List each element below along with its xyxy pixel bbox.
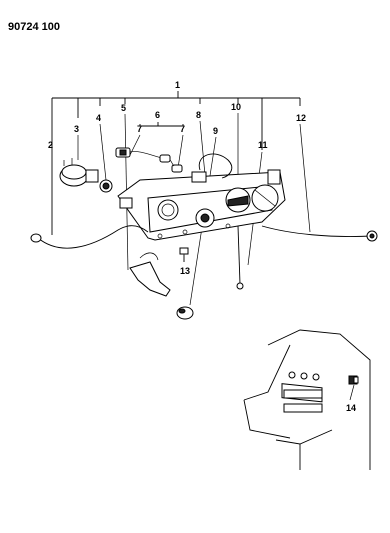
callout-1: 1: [175, 80, 180, 90]
callout-10: 10: [231, 102, 241, 112]
callout-4: 4: [96, 113, 101, 123]
control-knob: [176, 306, 194, 320]
callout-9: 9: [213, 126, 218, 136]
callout-5: 5: [121, 103, 126, 113]
heater-control-assembly: [117, 169, 286, 241]
inset-dashboard: [243, 329, 371, 470]
callout-6: 6: [155, 110, 160, 120]
callout-12: 12: [296, 113, 306, 123]
callout-11: 11: [258, 140, 268, 150]
control-cables: [30, 153, 378, 290]
callout-8: 8: [196, 110, 201, 120]
bulb-socket-right: [169, 159, 183, 173]
cable-bracket: [129, 252, 171, 297]
bulb-socket-left: [115, 147, 171, 163]
callout-13: 13: [180, 266, 190, 276]
mounting-screw: [179, 247, 189, 262]
callout-2: 2: [48, 140, 53, 150]
blower-knob: [99, 179, 113, 193]
callout-group-1: 1: [51, 80, 301, 235]
callout-14: 14: [346, 403, 356, 413]
callout-3: 3: [74, 124, 79, 134]
callout-7-left: 7: [137, 124, 142, 134]
callout-6-bracket: [139, 122, 184, 127]
callout-7-right: 7: [180, 124, 185, 134]
blower-switch: [59, 158, 99, 187]
diagram-part-number: 90724 100: [8, 21, 60, 33]
